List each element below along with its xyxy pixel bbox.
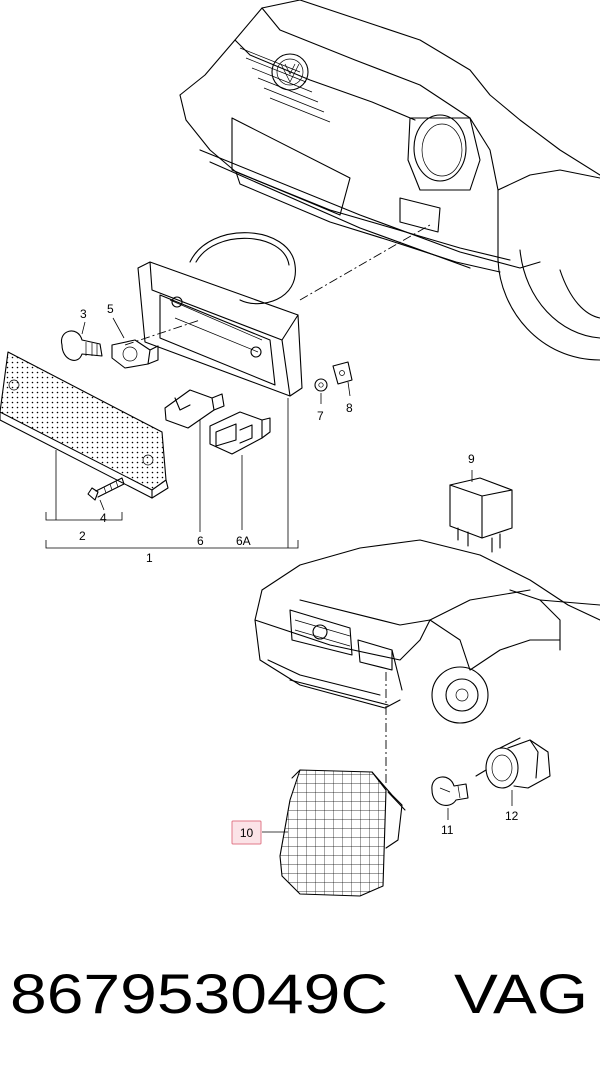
lamp-housing — [137, 232, 303, 397]
callout-10-highlight: 10 — [231, 820, 262, 845]
callout-9: 9 — [468, 452, 475, 466]
bulb-11 — [431, 776, 469, 806]
callout-11: 11 — [441, 823, 454, 837]
leader-line — [299, 224, 431, 301]
leader-line — [124, 319, 201, 346]
callout-5: 5 — [107, 302, 114, 316]
brand-name: VAG — [454, 962, 588, 1025]
clip-8 — [332, 361, 353, 385]
bracket-1 — [45, 540, 299, 549]
callout-4: 4 — [100, 511, 107, 525]
callout-6a: 6A — [236, 534, 251, 548]
lower-car-illustration — [254, 539, 600, 724]
part-number: 867953049C — [10, 962, 388, 1025]
screw-4 — [87, 477, 125, 501]
connector-6 — [164, 389, 225, 429]
relay-9 — [449, 477, 513, 553]
callout-12: 12 — [505, 809, 519, 823]
callout-8: 8 — [346, 401, 353, 415]
callout-3: 3 — [80, 307, 87, 321]
fog-lamp-lens — [0, 351, 169, 499]
callout-1: 1 — [146, 551, 153, 565]
upper-car-illustration — [179, 0, 600, 361]
bulb-3 — [60, 330, 103, 361]
socket-5 — [111, 339, 159, 369]
socket-12 — [475, 737, 551, 789]
turn-signal-10 — [279, 769, 406, 897]
callout-2: 2 — [79, 529, 86, 543]
callout-10: 10 — [240, 826, 254, 840]
connector-6a — [209, 411, 271, 455]
washer-7 — [314, 378, 328, 392]
callout-6: 6 — [197, 534, 204, 548]
callout-7: 7 — [317, 409, 324, 423]
bracket-2 — [45, 512, 123, 521]
